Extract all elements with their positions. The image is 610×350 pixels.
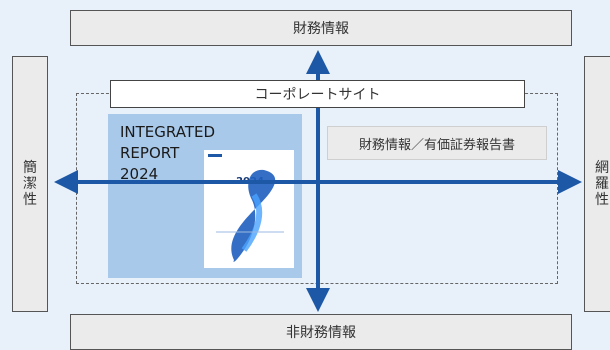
comprehensiveness-char: 性 [595, 192, 609, 208]
financial-info-text: 財務情報 [293, 21, 349, 37]
comprehensiveness-char: 網 [595, 160, 609, 176]
comprehensiveness-label: 網 羅 性 [584, 56, 610, 312]
conciseness-label: 簡 潔 性 [12, 56, 48, 312]
conciseness-char: 潔 [23, 176, 37, 192]
integrated-report-cover-image: 2024 [204, 150, 294, 268]
integrated-report-title: INTEGRATED REPORT 2024 [120, 122, 215, 185]
financial-info-label: 財務情報 [70, 10, 572, 46]
integrated-report-line: 2024 [120, 165, 159, 183]
corporate-site-text: コーポレートサイト [254, 87, 381, 103]
integrated-report-panel[interactable]: INTEGRATED REPORT 2024 2024 [108, 114, 302, 278]
integrated-report-line: REPORT [120, 144, 180, 162]
financial-reports-box[interactable]: 財務情報／有価証券報告書 [327, 126, 547, 160]
comprehensiveness-char: 羅 [595, 176, 609, 192]
conciseness-char: 性 [23, 192, 37, 208]
integrated-report-line: INTEGRATED [120, 123, 216, 141]
non-financial-info-label: 非財務情報 [70, 314, 572, 350]
corporate-site-box[interactable]: コーポレートサイト [110, 80, 525, 108]
financial-reports-text: 財務情報／有価証券報告書 [358, 137, 515, 153]
conciseness-char: 簡 [23, 160, 37, 176]
non-financial-info-text: 非財務情報 [286, 325, 356, 341]
